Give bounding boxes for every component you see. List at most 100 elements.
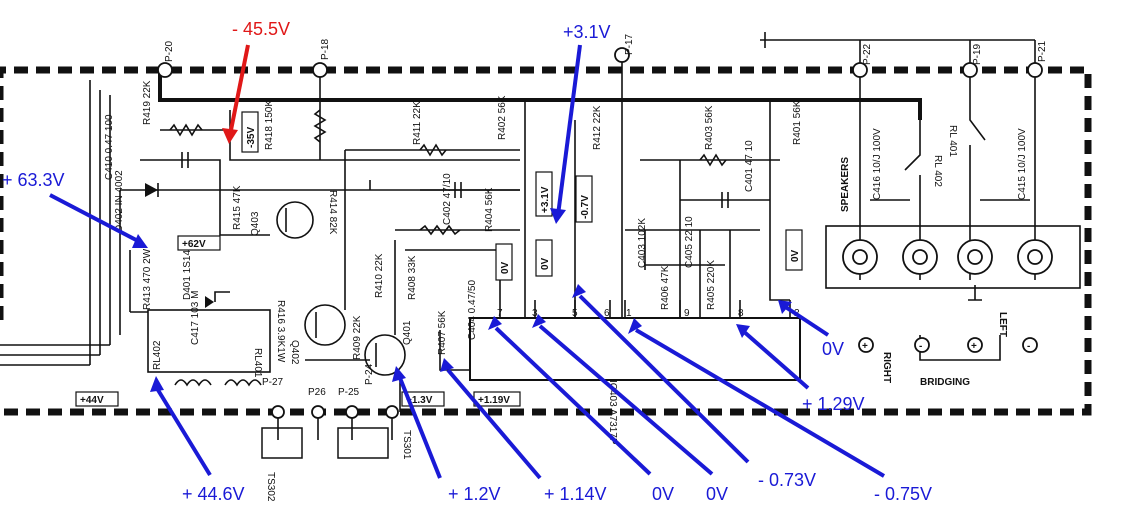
annotation-0v-a: 0V [652, 484, 674, 504]
label-p21: P-21 [1037, 40, 1048, 62]
tag-44v: +44V [75, 391, 119, 407]
tag-119v: +1.19V [473, 391, 521, 407]
arrowhead-plus-44-6v [150, 376, 164, 392]
label-r416: R416 3.9K1W [275, 300, 286, 363]
relay-block [147, 309, 271, 373]
arrowhead-minus-0-73v [572, 284, 586, 298]
label-rl402: RL402 [152, 340, 163, 370]
label-r401: R401 56K [792, 100, 803, 145]
label-q401: Q401 [402, 320, 413, 345]
tag-0v-3: 0V [785, 229, 803, 271]
d401-diode [205, 296, 214, 308]
label-c402: C402 47/10 [442, 173, 453, 225]
ic-pin-7: 7 [497, 308, 503, 319]
annotation-red-arrowhead [222, 128, 238, 144]
annotation-minus-45-5v: - 45.5V [232, 19, 290, 39]
svg-text:-0.7V: -0.7V [580, 195, 591, 219]
svg-text:+1.19V: +1.19V [478, 395, 510, 406]
r407-wire [439, 330, 470, 371]
label-c410: C410 0.47 100 [104, 114, 115, 180]
label-r419: R419 22K [142, 80, 153, 125]
label-p18: P-18 [320, 38, 331, 60]
label-p17: P-17 [624, 33, 635, 55]
label-c403: C403 102K [637, 218, 648, 268]
label-r413: R413 470 2W [142, 248, 153, 310]
r411-resistor [419, 143, 447, 157]
svg-text:-35V: -35V [246, 127, 257, 148]
c405-lines [644, 230, 731, 320]
ic-pin-3: 3 [532, 308, 538, 319]
label-rl401-sw: RL 401 [947, 125, 958, 157]
pin-p19 [962, 62, 978, 78]
ic-pin-8: 8 [738, 308, 744, 319]
label-ts302: TS302 [265, 472, 276, 502]
arrowhead-right-0v [778, 300, 792, 314]
d401-wire [214, 291, 230, 302]
label-r418: R418 150K [264, 100, 275, 150]
annotation-red-arrow [228, 44, 250, 136]
label-c404: C404 0.47/50 [467, 280, 478, 340]
svg-text:0V: 0V [790, 249, 801, 262]
c410-wire [140, 159, 221, 190]
label-p22: P-22 [862, 43, 873, 65]
label-d401: D401 1S144 [182, 244, 193, 300]
label-r415: R415 47K [232, 185, 243, 230]
label-c401: C401 47 10 [744, 140, 755, 192]
label-speakers: SPEAKERS [840, 157, 851, 212]
annotation-minus-0-73v: - 0.73V [758, 470, 816, 490]
ts301-box [337, 427, 389, 459]
arrow-plus-44-6v [156, 388, 212, 477]
left-plus-symbol: + [967, 337, 983, 353]
annotation-plus-3-1v: +3.1V [563, 22, 611, 42]
r413-wire [129, 250, 148, 313]
label-rl402-sw: RL 402 [932, 155, 943, 187]
label-rl401: RL401 [252, 348, 263, 378]
q403-transistor [276, 201, 314, 239]
ic-pin-5: 5 [572, 308, 578, 319]
speaker-terminal-3 [957, 239, 993, 275]
label-right: RIGHT [881, 352, 892, 383]
label-r411: R411 22K [412, 101, 423, 145]
svg-text:+: + [971, 341, 977, 352]
tag-07v: -0.7V [575, 175, 593, 223]
speaker-terminal-1 [842, 239, 878, 275]
arrow-minus-0-73v [578, 294, 750, 464]
annotation-plus-1-14v: + 1.14V [544, 484, 607, 504]
svg-text:-: - [919, 341, 922, 352]
label-c405: C405 22 10 [684, 216, 695, 268]
label-d402: D402 IN 4002 [114, 170, 125, 232]
arrow-plus-3-1v [556, 44, 582, 216]
label-p24: P-24 [364, 363, 375, 385]
label-r406: R406 47K [660, 265, 671, 310]
ic-pin-6: 6 [604, 308, 610, 319]
pin-p26 [311, 405, 325, 419]
annotation-plus-1-2v: + 1.2V [448, 484, 501, 504]
label-bridging: BRIDGING [920, 377, 970, 388]
right-minus-symbol: - [914, 337, 930, 353]
r408-wire [405, 249, 501, 300]
label-r409: R409 22K [352, 315, 363, 360]
label-r414: R414 82K [327, 190, 338, 235]
r415-wire [219, 190, 270, 236]
annotation-0v-b: 0V [706, 484, 728, 504]
label-p26: P26 [308, 387, 326, 398]
arrow-0v-a [494, 326, 652, 476]
r401-wire [769, 100, 790, 301]
q402-transistor [304, 304, 346, 346]
arrowhead-minus-0-75v [628, 318, 642, 334]
svg-text:+: + [862, 341, 868, 352]
arrow-minus-0-75v [634, 328, 886, 478]
label-r407: R407 56K [437, 310, 448, 355]
speaker-panel [825, 225, 1081, 289]
arrow-0v-b [538, 324, 714, 476]
pin-p20 [157, 62, 173, 78]
tag-0v-1: 0V [495, 243, 513, 281]
right-plus-symbol: + [858, 337, 874, 353]
label-p25: P-25 [338, 387, 360, 398]
label-q403: Q403 [250, 211, 261, 236]
label-r402: R402 56K [497, 95, 508, 140]
speaker-terminal-2 [902, 239, 938, 275]
tag-13v: +1.3V [401, 391, 445, 407]
pin-p25 [345, 405, 359, 419]
